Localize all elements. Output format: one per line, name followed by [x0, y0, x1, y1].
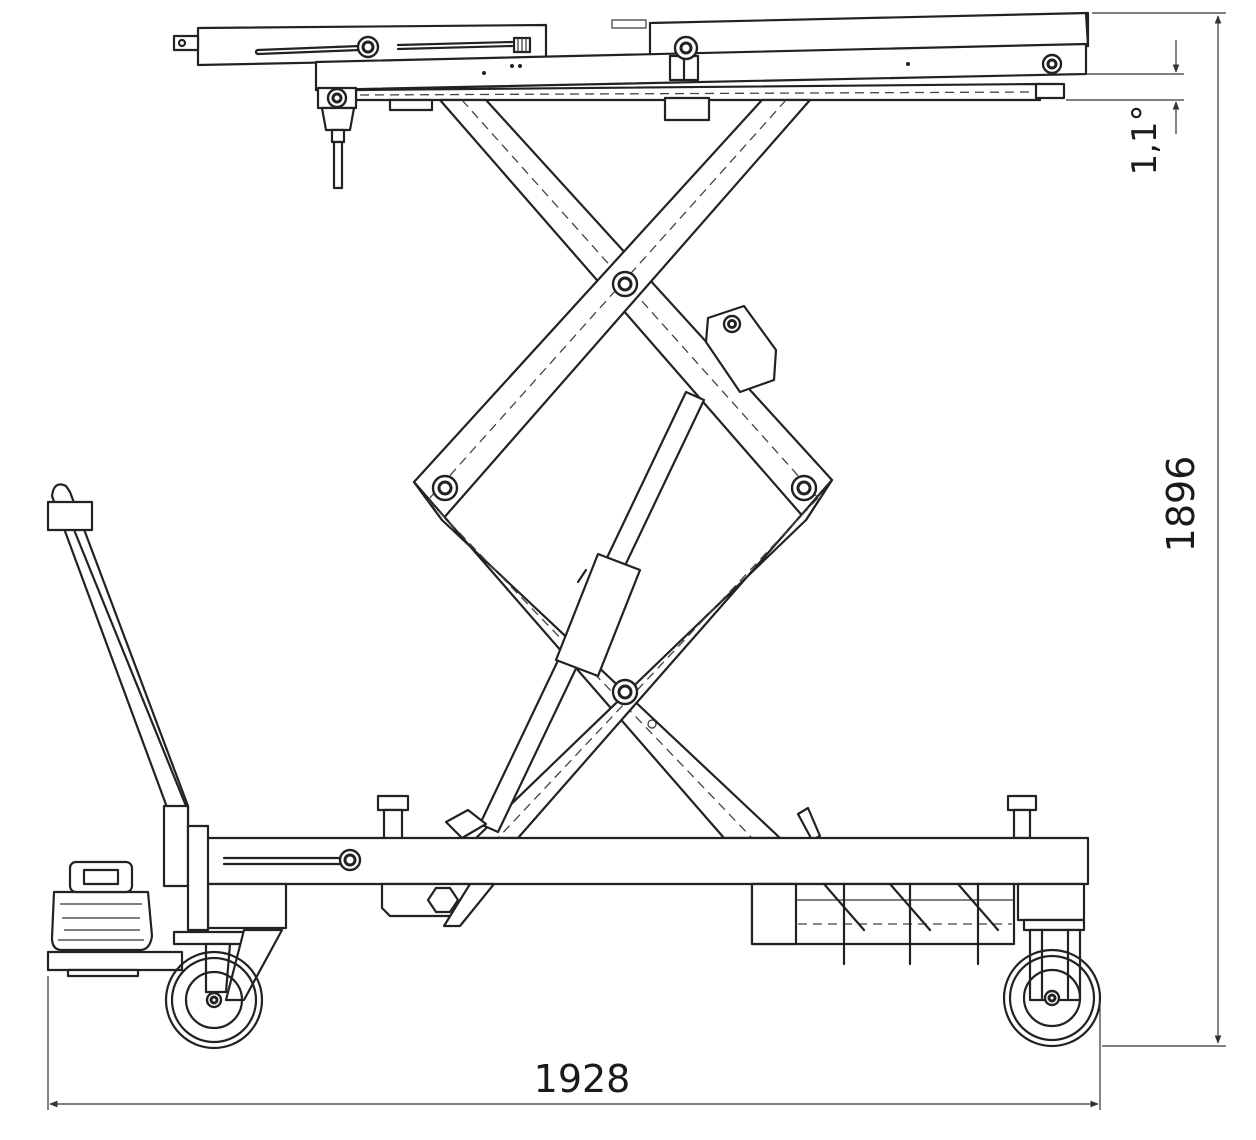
- tow-handle: [46, 483, 210, 932]
- scissor-arms: [412, 98, 834, 840]
- wheel-clamp: [316, 86, 358, 190]
- hydraulic-cylinder: [478, 304, 778, 834]
- rear-castor: [1002, 918, 1102, 1048]
- tilt-angle-dimension: 1,1°: [1066, 40, 1184, 176]
- height-dimension-label: 1896: [1159, 456, 1203, 553]
- length-dimension: 1928: [47, 976, 1101, 1110]
- front-castor: [164, 928, 284, 1050]
- tilt-angle-label: 1,1°: [1125, 104, 1165, 175]
- length-dimension-label: 1928: [534, 1057, 631, 1101]
- base-frame: [202, 794, 1090, 966]
- height-dimension: 1896: [1092, 12, 1226, 1047]
- hydraulic-pump: [46, 860, 184, 978]
- top-platform: [172, 11, 1090, 122]
- scissor-pivots: [431, 270, 818, 706]
